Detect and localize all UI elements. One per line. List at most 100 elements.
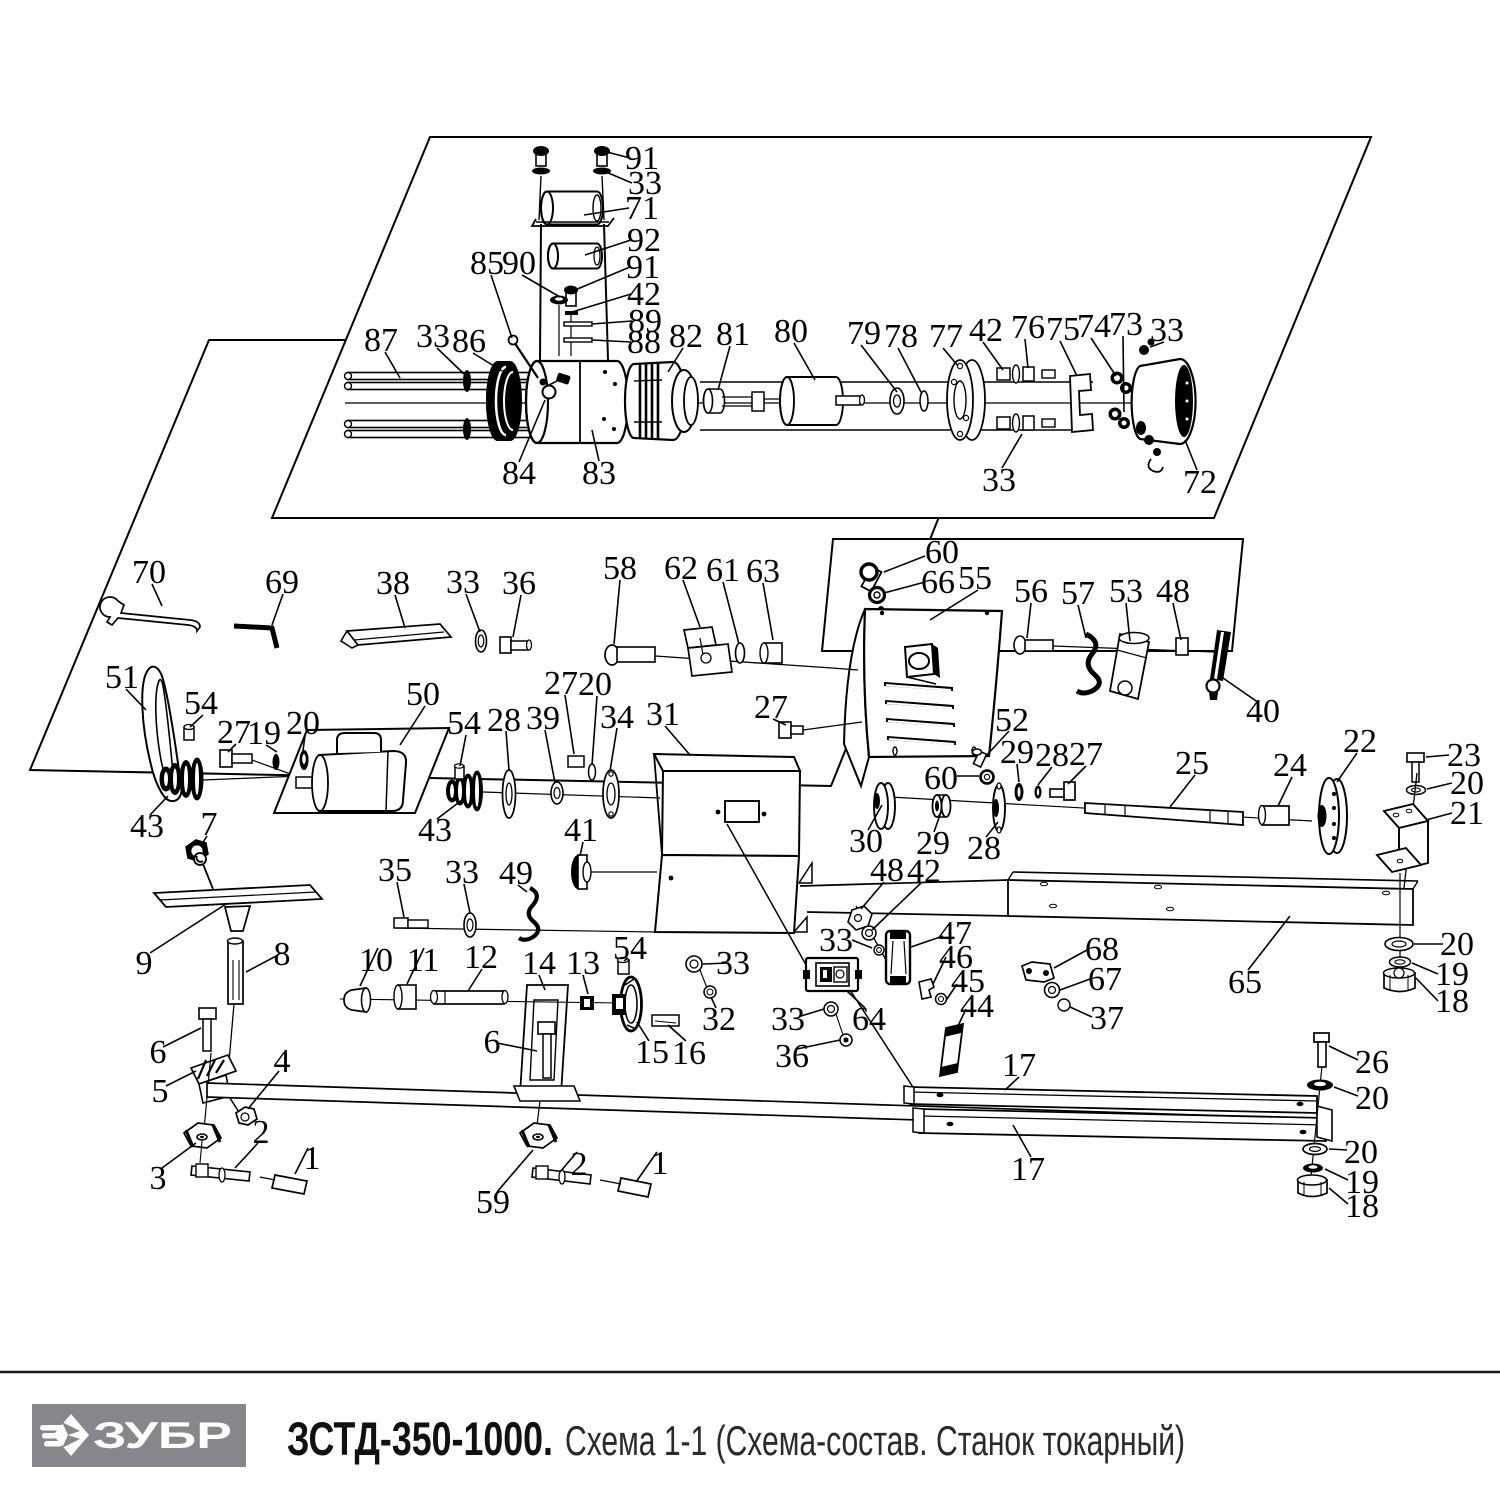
svg-text:10: 10 bbox=[359, 942, 393, 979]
svg-text:51: 51 bbox=[105, 659, 139, 696]
svg-text:87: 87 bbox=[364, 322, 398, 359]
svg-text:72: 72 bbox=[1183, 464, 1217, 501]
svg-text:21: 21 bbox=[1450, 795, 1484, 832]
svg-text:55: 55 bbox=[958, 560, 992, 597]
svg-text:33: 33 bbox=[819, 922, 853, 959]
svg-text:53: 53 bbox=[1109, 573, 1143, 610]
svg-text:83: 83 bbox=[582, 455, 616, 492]
svg-text:2: 2 bbox=[571, 1146, 588, 1183]
svg-text:47: 47 bbox=[938, 915, 972, 952]
svg-text:28: 28 bbox=[1035, 737, 1069, 774]
svg-text:42: 42 bbox=[627, 276, 661, 313]
svg-text:79: 79 bbox=[847, 315, 881, 352]
svg-text:20: 20 bbox=[286, 705, 320, 742]
svg-text:44: 44 bbox=[960, 988, 994, 1025]
svg-text:20: 20 bbox=[1344, 1134, 1378, 1171]
svg-text:32: 32 bbox=[702, 1001, 736, 1038]
svg-text:67: 67 bbox=[1088, 961, 1122, 998]
svg-text:66: 66 bbox=[921, 564, 955, 601]
svg-text:29: 29 bbox=[1000, 734, 1034, 771]
svg-text:24: 24 bbox=[1273, 747, 1307, 784]
svg-text:7: 7 bbox=[201, 806, 218, 843]
svg-text:33: 33 bbox=[716, 945, 750, 982]
svg-text:69: 69 bbox=[265, 564, 299, 601]
svg-text:22: 22 bbox=[1343, 723, 1377, 760]
svg-text:33: 33 bbox=[771, 1001, 805, 1038]
svg-text:17: 17 bbox=[1011, 1151, 1045, 1188]
svg-text:76: 76 bbox=[1011, 309, 1045, 346]
svg-text:43: 43 bbox=[130, 808, 164, 845]
svg-text:65: 65 bbox=[1228, 964, 1262, 1001]
svg-text:60: 60 bbox=[925, 534, 959, 571]
svg-text:23: 23 bbox=[1447, 737, 1481, 774]
svg-text:18: 18 bbox=[1345, 1188, 1379, 1225]
svg-text:ЗУБР: ЗУБР bbox=[93, 1415, 232, 1456]
svg-text:20: 20 bbox=[1355, 1080, 1389, 1117]
svg-text:48: 48 bbox=[870, 852, 904, 889]
svg-text:36: 36 bbox=[775, 1038, 809, 1075]
svg-text:63: 63 bbox=[746, 553, 780, 590]
svg-text:1: 1 bbox=[304, 1140, 321, 1177]
svg-text:9: 9 bbox=[136, 945, 153, 982]
svg-text:6: 6 bbox=[484, 1024, 501, 1061]
svg-text:4: 4 bbox=[274, 1043, 291, 1080]
svg-text:27: 27 bbox=[754, 689, 788, 726]
svg-text:81: 81 bbox=[716, 316, 750, 353]
svg-text:33: 33 bbox=[445, 854, 479, 891]
svg-text:73: 73 bbox=[1109, 306, 1143, 343]
svg-text:71: 71 bbox=[625, 190, 659, 227]
svg-text:28: 28 bbox=[967, 830, 1001, 867]
svg-text:28: 28 bbox=[487, 702, 521, 739]
svg-text:20: 20 bbox=[1450, 765, 1484, 802]
svg-text:ЗСТД-350-1000.: ЗСТД-350-1000. bbox=[287, 1412, 553, 1465]
svg-text:40: 40 bbox=[1246, 693, 1280, 730]
svg-text:77: 77 bbox=[929, 318, 963, 355]
svg-text:16: 16 bbox=[672, 1035, 706, 1072]
svg-text:49: 49 bbox=[499, 855, 533, 892]
svg-text:89: 89 bbox=[628, 303, 662, 340]
svg-text:20: 20 bbox=[578, 666, 612, 703]
svg-text:30: 30 bbox=[849, 823, 883, 860]
svg-text:42: 42 bbox=[907, 853, 941, 890]
svg-text:29: 29 bbox=[916, 825, 950, 862]
svg-text:54: 54 bbox=[184, 685, 218, 722]
svg-text:33: 33 bbox=[982, 462, 1016, 499]
svg-text:50: 50 bbox=[406, 676, 440, 713]
svg-text:36: 36 bbox=[502, 565, 536, 602]
svg-text:35: 35 bbox=[378, 852, 412, 889]
svg-text:27: 27 bbox=[217, 714, 251, 751]
svg-text:68: 68 bbox=[1085, 931, 1119, 968]
svg-text:33: 33 bbox=[446, 564, 480, 601]
svg-text:31: 31 bbox=[646, 696, 680, 733]
svg-text:33: 33 bbox=[416, 318, 450, 355]
svg-text:91: 91 bbox=[626, 249, 660, 286]
svg-text:58: 58 bbox=[603, 550, 637, 587]
svg-text:78: 78 bbox=[884, 318, 918, 355]
svg-text:25: 25 bbox=[1175, 745, 1209, 782]
svg-text:3: 3 bbox=[150, 1160, 167, 1197]
svg-text:52: 52 bbox=[995, 702, 1029, 739]
svg-text:84: 84 bbox=[502, 455, 536, 492]
svg-text:12: 12 bbox=[464, 939, 498, 976]
svg-text:54: 54 bbox=[447, 705, 481, 742]
svg-text:62: 62 bbox=[664, 550, 698, 587]
svg-text:59: 59 bbox=[476, 1184, 510, 1221]
svg-text:Схема 1-1 (Схема-состав. Стано: Схема 1-1 (Схема-состав. Станок токарный… bbox=[565, 1417, 1185, 1464]
svg-text:26: 26 bbox=[1355, 1044, 1389, 1081]
svg-text:5: 5 bbox=[152, 1073, 169, 1110]
svg-text:54: 54 bbox=[613, 930, 647, 967]
svg-text:37: 37 bbox=[1090, 1000, 1124, 1037]
svg-text:14: 14 bbox=[522, 945, 556, 982]
svg-text:33: 33 bbox=[628, 165, 662, 202]
svg-text:39: 39 bbox=[526, 700, 560, 737]
svg-text:86: 86 bbox=[452, 323, 486, 360]
svg-text:13: 13 bbox=[566, 945, 600, 982]
svg-text:42: 42 bbox=[969, 312, 1003, 349]
svg-text:48: 48 bbox=[1156, 573, 1190, 610]
svg-text:18: 18 bbox=[1435, 983, 1469, 1020]
svg-text:91: 91 bbox=[625, 140, 659, 177]
svg-text:11: 11 bbox=[407, 942, 440, 979]
svg-text:17: 17 bbox=[1002, 1047, 1036, 1084]
svg-text:19: 19 bbox=[1435, 956, 1469, 993]
svg-text:57: 57 bbox=[1061, 575, 1095, 612]
